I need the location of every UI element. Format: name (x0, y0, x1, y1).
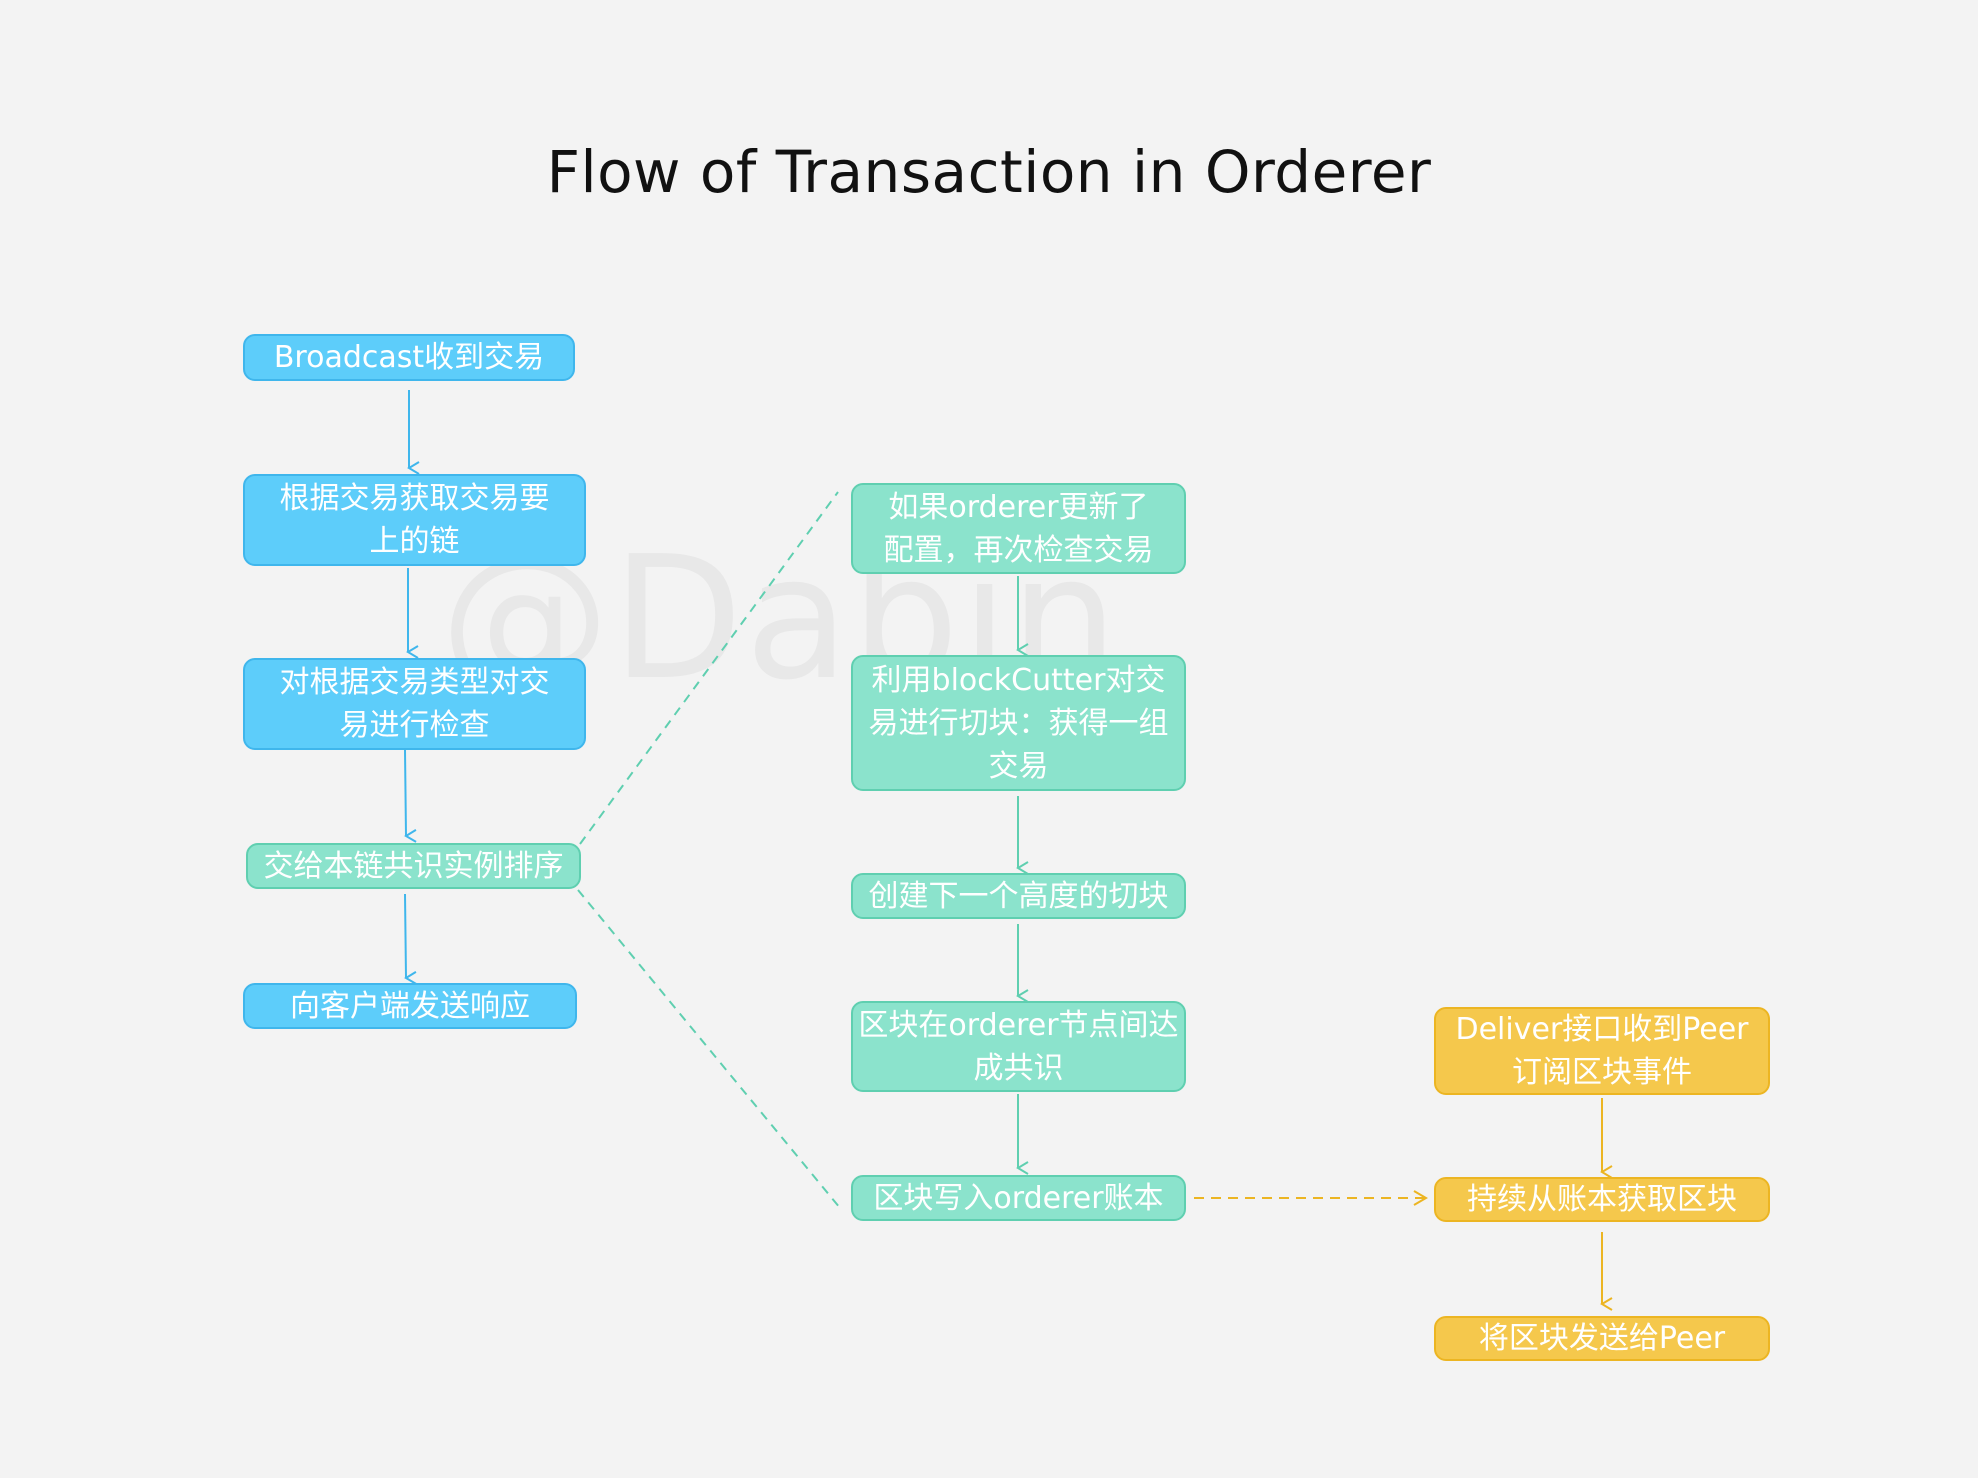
step-send-to-peer: 将区块发送给Peer (1434, 1316, 1770, 1361)
step-fetch-blocks: 持续从账本获取区块 (1434, 1177, 1770, 1222)
arrow-left-3-4 (404, 749, 417, 843)
step-consensus-order: 交给本链共识实例排序 (246, 843, 581, 889)
step-label: 创建下一个高度的切块 (868, 878, 1169, 914)
step-label: 根据交易获取交易要上的链 (279, 481, 550, 559)
step-label: 交给本链共识实例排序 (263, 848, 564, 884)
diagram-title: Flow of Transaction in Orderer (546, 138, 1432, 206)
step-create-next-block: 创建下一个高度的切块 (851, 873, 1186, 919)
step-label: 向客户端发送响应 (290, 988, 530, 1024)
step-write-ledger: 区块写入orderer账本 (851, 1175, 1186, 1221)
step-deliver-subscribe: Deliver接口收到Peer订阅区块事件 (1434, 1007, 1770, 1095)
step-label: 区块写入orderer账本 (873, 1180, 1164, 1216)
step-label: 将区块发送给Peer (1478, 1321, 1726, 1356)
step-label: 如果orderer更新了配置，再次检查交易 (883, 489, 1154, 568)
expand-line-top (579, 491, 839, 845)
step-label: 对根据交易类型对交易进行检查 (279, 665, 550, 743)
step-block-cutter: 利用blockCutter对交易进行切块：获得一组交易 (851, 655, 1186, 791)
step-send-response: 向客户端发送响应 (243, 983, 577, 1029)
step-label: 区块在orderer节点间达成共识 (858, 1007, 1179, 1086)
step-label: 持续从账本获取区块 (1467, 1182, 1737, 1217)
arrow-left-4-5 (404, 893, 417, 985)
step-check-by-type: 对根据交易类型对交易进行检查 (243, 658, 586, 750)
step-label: Deliver接口收到Peer订阅区块事件 (1455, 1012, 1749, 1090)
expand-line-bottom (577, 889, 841, 1209)
step-label: 利用blockCutter对交易进行切块：获得一组交易 (868, 662, 1169, 784)
step-get-chain: 根据交易获取交易要上的链 (243, 474, 586, 566)
step-block-consensus: 区块在orderer节点间达成共识 (851, 1001, 1186, 1092)
step-label: Broadcast收到交易 (273, 340, 545, 375)
step-recheck-config: 如果orderer更新了配置，再次检查交易 (851, 483, 1186, 574)
step-broadcast-receive: Broadcast收到交易 (243, 334, 575, 381)
